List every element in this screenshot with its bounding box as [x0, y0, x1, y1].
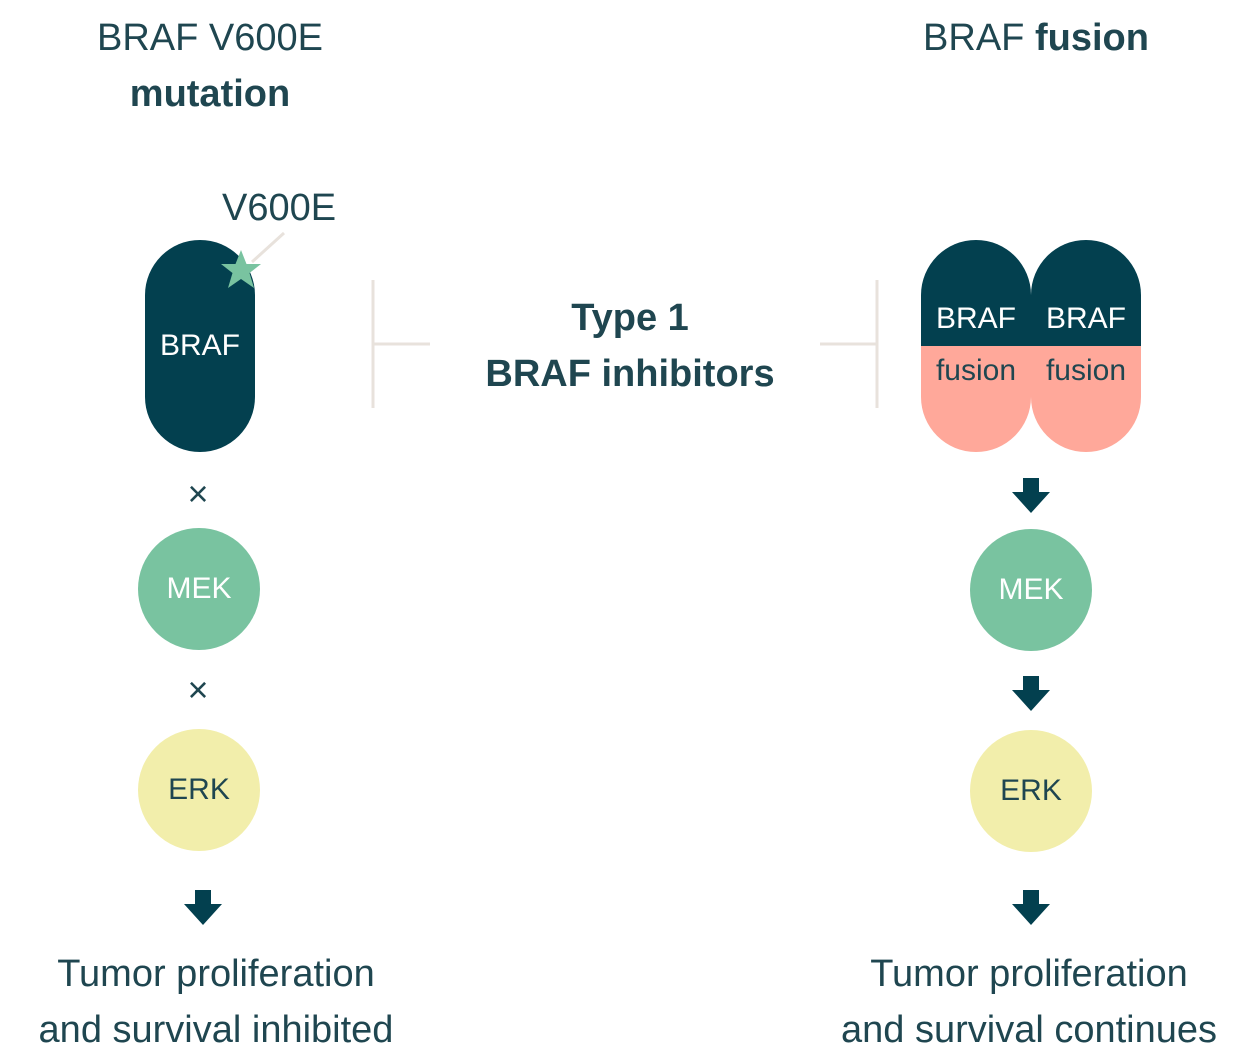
fusion-label: fusion	[1045, 354, 1127, 387]
erk-label: ERK	[168, 773, 230, 806]
right-outcome: Tumor proliferation and survival continu…	[800, 946, 1258, 1058]
center-line2: BRAF inhibitors	[485, 353, 775, 395]
braf-fusion-top-2: BRAF	[1031, 240, 1141, 346]
right-outcome-line2: and survival continues	[841, 1009, 1217, 1051]
star-icon	[221, 250, 261, 288]
arrow-down-icon	[1012, 478, 1050, 513]
center-line1: Type 1	[571, 297, 689, 339]
left-title: BRAF V600E mutation	[60, 10, 360, 122]
left-erk-node: ERK	[138, 729, 260, 851]
right-title-normal: BRAF	[923, 17, 1025, 59]
right-title-bold: fusion	[1034, 17, 1149, 59]
arrow-down-icon	[1012, 890, 1050, 925]
type1-braf-inhibitors-label: Type 1 BRAF inhibitors	[440, 290, 820, 402]
left-mek-node: MEK	[138, 528, 260, 650]
v600e-label: V600E	[222, 187, 337, 229]
x-mark-icon: ×	[187, 473, 209, 514]
right-title: BRAF fusion	[886, 10, 1186, 66]
braf-fusion-top-1: BRAF	[921, 240, 1031, 346]
braf-fusion-protein-1: BRAF fusion	[921, 240, 1031, 452]
braf-fusion-protein-2: BRAF fusion	[1031, 240, 1141, 452]
left-outcome: Tumor proliferation and survival inhibit…	[0, 946, 432, 1058]
braf-fusion-bottom-2: fusion	[1031, 346, 1141, 452]
left-title-line2: mutation	[129, 73, 291, 115]
fusion-label: fusion	[935, 354, 1017, 387]
right-outcome-line1: Tumor proliferation	[870, 953, 1188, 995]
braf-label: BRAF	[159, 329, 240, 362]
braf-label: BRAF	[1045, 302, 1126, 335]
braf-fusion-bottom-1: fusion	[921, 346, 1031, 452]
left-outcome-line2: and survival inhibited	[38, 1009, 394, 1051]
erk-label: ERK	[1000, 774, 1062, 807]
arrow-down-icon	[184, 890, 222, 925]
mek-label: MEK	[998, 573, 1064, 606]
right-erk-node: ERK	[970, 730, 1092, 852]
left-title-line1: BRAF V600E	[97, 17, 323, 59]
arrow-down-icon	[1012, 676, 1050, 711]
braf-label: BRAF	[935, 302, 1016, 335]
x-mark-icon: ×	[187, 669, 209, 710]
left-outcome-line1: Tumor proliferation	[57, 953, 375, 995]
mek-label: MEK	[166, 572, 232, 605]
right-mek-node: MEK	[970, 529, 1092, 651]
